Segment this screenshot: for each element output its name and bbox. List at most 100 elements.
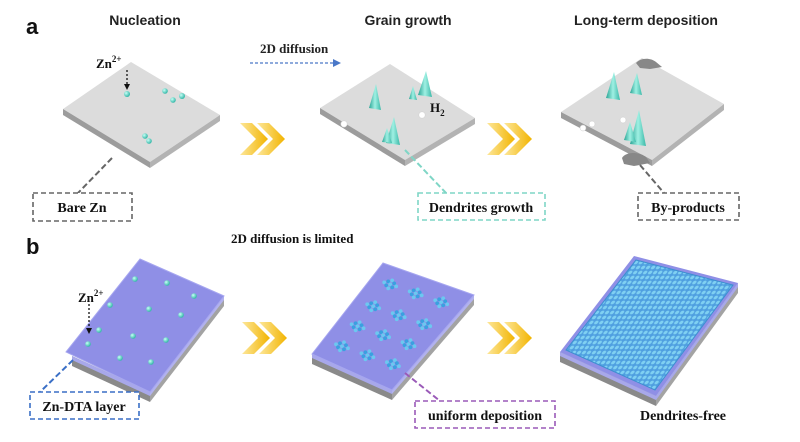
deposit-particle [424, 325, 429, 330]
deposit-particle [389, 366, 393, 371]
step-nucleation-title: Nucleation [109, 12, 181, 28]
deposit-cluster [416, 318, 433, 331]
deposit-particle [397, 364, 401, 369]
deposit-particle [424, 318, 429, 323]
process-arrow-b1 [242, 322, 287, 354]
panel-b-label: b [26, 234, 39, 259]
callout-zn-dta-layer: Zn-DTA layer [42, 400, 125, 415]
zn-ion-charge-a: 2+ [112, 54, 122, 64]
deposit-particle [382, 280, 387, 285]
deposit-particle [342, 340, 346, 345]
deposit-particle [385, 332, 389, 337]
deposit-particle [359, 351, 364, 356]
deposit-particle [407, 289, 412, 294]
deposit-particle [390, 285, 395, 290]
deposit-particle [369, 301, 374, 306]
deposit-particle [443, 299, 448, 304]
deposit-particle [396, 313, 401, 318]
svg-text:Zn2+: Zn2+ [96, 54, 122, 71]
deposit-particle [349, 322, 354, 327]
deposit-particle [435, 301, 440, 306]
callout-dendrites-box [417, 192, 546, 221]
deposit-cluster [334, 340, 350, 353]
deposit-particle [359, 323, 364, 328]
deposit-particle [437, 304, 442, 309]
deposit-particle [408, 345, 413, 350]
deposit-particle [367, 305, 372, 310]
deposit-particle [415, 287, 420, 292]
deposit-particle [398, 309, 403, 314]
deposit-particle [336, 345, 340, 350]
byproduct-deposits [622, 58, 662, 166]
step-long-term-title: Long-term deposition [574, 12, 718, 28]
deposit-particle [394, 317, 399, 322]
dense-zn-layer [565, 259, 734, 391]
deposit-particle [365, 302, 370, 307]
deposit-particle [351, 325, 356, 330]
dendrite-spikes [369, 71, 432, 145]
deposit-particle [400, 340, 405, 345]
deposit-particle [420, 319, 425, 324]
deposit-particle [393, 358, 397, 363]
deposit-cluster [400, 338, 417, 351]
deposit-particle [334, 342, 338, 347]
deposit-particle [404, 339, 409, 344]
deposit-particle [377, 334, 381, 339]
deposit-particle [390, 311, 395, 316]
bare-zn-plate [63, 62, 220, 168]
deposit-particle [375, 303, 380, 308]
deposit-cluster [359, 349, 376, 362]
deposit-particle [420, 326, 425, 331]
diffusion-label: 2D diffusion [260, 41, 329, 56]
deposit-cluster [382, 278, 399, 291]
deposit-particle [386, 279, 391, 284]
deposit-particle [379, 337, 383, 342]
ion-drop-arrowhead-b [86, 328, 92, 334]
callout-byproducts-box [637, 192, 740, 221]
deposit-particle [398, 316, 403, 321]
deposit-particle [369, 308, 374, 313]
process-arrow-a1 [240, 123, 285, 155]
deposit-particle [340, 344, 344, 349]
deposit-particle [338, 348, 342, 353]
deposit-particle [381, 333, 385, 338]
deposit-particle [357, 327, 362, 332]
deposit-particle [377, 306, 382, 311]
zn-ion-label-a: Zn [96, 56, 113, 71]
deposit-particle [344, 343, 348, 348]
panel-a-label: a [26, 14, 39, 39]
callout-leader-byproducts [639, 164, 665, 194]
deposit-particle [433, 298, 438, 303]
deposit-particle [418, 323, 423, 328]
deposit-particle [441, 296, 446, 301]
deposit-particle [391, 362, 395, 367]
deposit-particle [419, 293, 424, 298]
deposit-particle [353, 321, 358, 326]
svg-text:H2: H2 [430, 100, 445, 118]
callout-bare-zn-box [32, 192, 133, 222]
deposit-particle [392, 281, 397, 286]
deposit-particle [389, 359, 393, 364]
deposit-particle [400, 312, 405, 317]
deposit-particle [357, 320, 362, 325]
zn-ions-nucleation [124, 88, 185, 144]
deposit-particle [342, 347, 346, 352]
deposit-particle [439, 300, 444, 305]
deposit-particle [346, 346, 350, 351]
deposit-particle [390, 278, 395, 283]
h2-subscript: 2 [440, 108, 445, 118]
long-term-plate [561, 58, 724, 166]
deposit-particle [408, 338, 413, 343]
deposit-particle [365, 353, 370, 358]
deposit-particle [383, 336, 387, 341]
callout-by-products: By-products [651, 201, 725, 216]
svg-text:Zn2+: Zn2+ [78, 288, 104, 305]
deposit-particle [387, 363, 391, 368]
deposit-cluster [349, 320, 366, 333]
deposit-particle [416, 320, 421, 325]
h2-label: H [430, 100, 440, 115]
long-term-dendrites [606, 72, 646, 146]
deposit-particle [371, 355, 376, 360]
deposit-particle [361, 354, 366, 359]
zn-ion-charge-b: 2+ [94, 288, 104, 298]
